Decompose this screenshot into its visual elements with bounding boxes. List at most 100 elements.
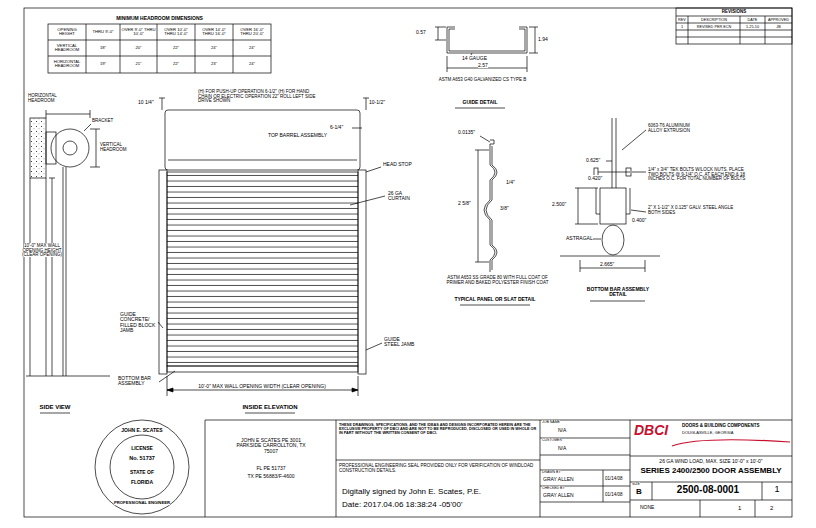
inside-elevation-part [366,343,382,350]
drawing-label: 0.420" [588,175,602,181]
bottom-bar-detail-part [590,301,645,302]
label-box: NONE [640,505,654,510]
revision-table-part [676,37,792,38]
label-box: TX PE 56883/F-4600 [210,474,332,479]
bottom-bar-detail-part [575,188,598,189]
label-box: DBCI [634,423,668,438]
label-box: OVER 10'-0" THRU 14'-0" [158,25,194,39]
label-box: 1/4" x 3/4" TEK BOLTS W/LOCK NUTS. PLACE… [648,168,748,182]
title-block-part [336,460,540,461]
sheet-frame-part [24,8,792,517]
drawing-label: TYPICAL PANEL OR SLAT DETAIL [454,296,535,302]
label-box: CHECKED BY [542,487,565,491]
label-box: 23" [196,57,232,71]
label-box: OVER 9'-0" THRU 10'-0" [121,25,156,39]
slat-detail-part [480,136,490,142]
sheet-frame [24,8,792,517]
drawing-label: VERTICAL HEADROOM [49,44,85,53]
bottom-bar-detail-part [645,260,646,272]
label-box: GRAY ALLEN [543,493,574,498]
inside-elevation-part [167,390,358,391]
revision-table-part [688,16,689,44]
drawing-label: TOP BARREL ASSEMBLY [268,132,327,138]
side-view-part [63,167,64,376]
label-box: 19" [87,57,119,71]
label-box: DOUGLASVILLE, GEORGIA [682,431,733,435]
inside-elevation-part [167,388,173,392]
drawing-label: 0.57 [416,29,426,35]
guide-detail-part [449,29,525,51]
bottom-bar-detail [560,118,660,301]
drawing-label: No. 51737 [129,455,155,461]
drawing-label: HEAD STOP [383,161,412,167]
inside-elevation-part [159,98,165,99]
label-box: VERTICAL HEADROOM [100,143,136,152]
title-block-part [540,502,630,503]
drawing-label: REVISED PER ECN [697,25,732,29]
label-box: 2" X 1-1/2" X 0.125" GALV. STEEL ANGLE B… [648,206,738,215]
drawing-label: BOTTOM BAR ASSEMBLY [118,375,151,386]
title-block-part [700,500,701,517]
drawing-label: HORIZONTAL HEADROOM [28,93,57,103]
title-block-part [762,482,763,500]
label-box: 1.94 [538,37,548,42]
drawing-label: 6-1/4" [330,124,343,130]
headroom-table-part [48,24,271,73]
drawing-label: 2 5/8" [458,200,471,206]
label-box: GUIDE STEEL JAMB [384,337,416,348]
drawing-label: TX PE 56883/F-4600 [248,473,295,479]
label-box: 1-25-10 [741,23,764,30]
drawing-label: 1/4" [506,179,515,185]
drawing-label: THESE DRAWINGS, SPECIFICATIONS, AND THE … [339,423,536,435]
label-box: 2 [770,505,773,511]
drawing-label: 2 [770,505,773,511]
label-box: BOTTOM BAR ASSEMBLY DETAIL [585,287,651,298]
bottom-bar-detail-part [575,224,598,225]
label-box: 22" [158,41,194,55]
drawing-label: REVISIONS [722,10,747,15]
label-box: 24" [196,41,232,55]
label-box: 26 GA CURTAIN [388,191,422,202]
label-box: ASTM A653 SS GRADE 80 WITH FULL COAT OF … [440,276,555,285]
label-box: DESCRIPTION [689,16,739,23]
label-box: (H) FOR PUSH-UP OPERATION 6-1/2" (H) FOR… [198,90,316,104]
bottom-bar-detail-part [600,188,626,224]
label-box: 20" [121,41,156,55]
drawing-label: DOUGLASVILLE, GEORGIA [682,430,733,435]
title-block-part [755,500,756,517]
drawing-label: CHECKED BY [542,486,565,490]
side-view-part [46,110,47,118]
drawing-label: ASTM A653 G40 GALVANIZED CS TYPE B [439,77,527,82]
bottom-bar-detail-part [606,161,612,162]
slat-detail-part [478,150,479,262]
revision-table [676,8,792,44]
engineer-seal-part [110,435,174,499]
drawing-label: FL PE 51737 [256,465,285,471]
revision-table-part [676,30,792,31]
drawing-label: 19" [100,62,106,66]
label-box: 0.0135" [458,130,475,135]
drawing-label: DESCRIPTION [701,18,727,22]
label-box: 0.57 [416,30,426,35]
label-box: 24" [234,41,270,55]
label-box: 2.57 [478,63,488,68]
label-box: PROFESSIONAL ENGINEER [107,501,177,505]
drawing-label: HORIZONTAL HEADROOM [49,60,85,69]
bottom-bar-detail-part [626,188,630,214]
inside-elevation-part [358,376,359,396]
side-view-part [49,178,55,179]
label-box: 01/14/08 [605,493,623,498]
label-box: 1 [677,23,687,30]
label-box: No. 51737 [112,456,172,462]
label-box: MINIMUM HEADROOM DIMENSIONS [48,14,271,24]
side-view-part [52,178,53,376]
drawing-label: PROFESSIONAL ENGINEERING SEAL PROVIDED O… [339,463,533,473]
bottom-bar-detail-part [560,256,660,257]
title-block-part [540,455,630,456]
title-block-part [630,482,792,483]
bottom-bar-detail-part [596,188,600,214]
label-box: HORIZONTAL HEADROOM [49,57,85,71]
label-box: 2 5/8" [458,201,471,206]
label-box: VERTICAL HEADROOM [49,41,85,55]
label-box: N/A [558,446,566,451]
